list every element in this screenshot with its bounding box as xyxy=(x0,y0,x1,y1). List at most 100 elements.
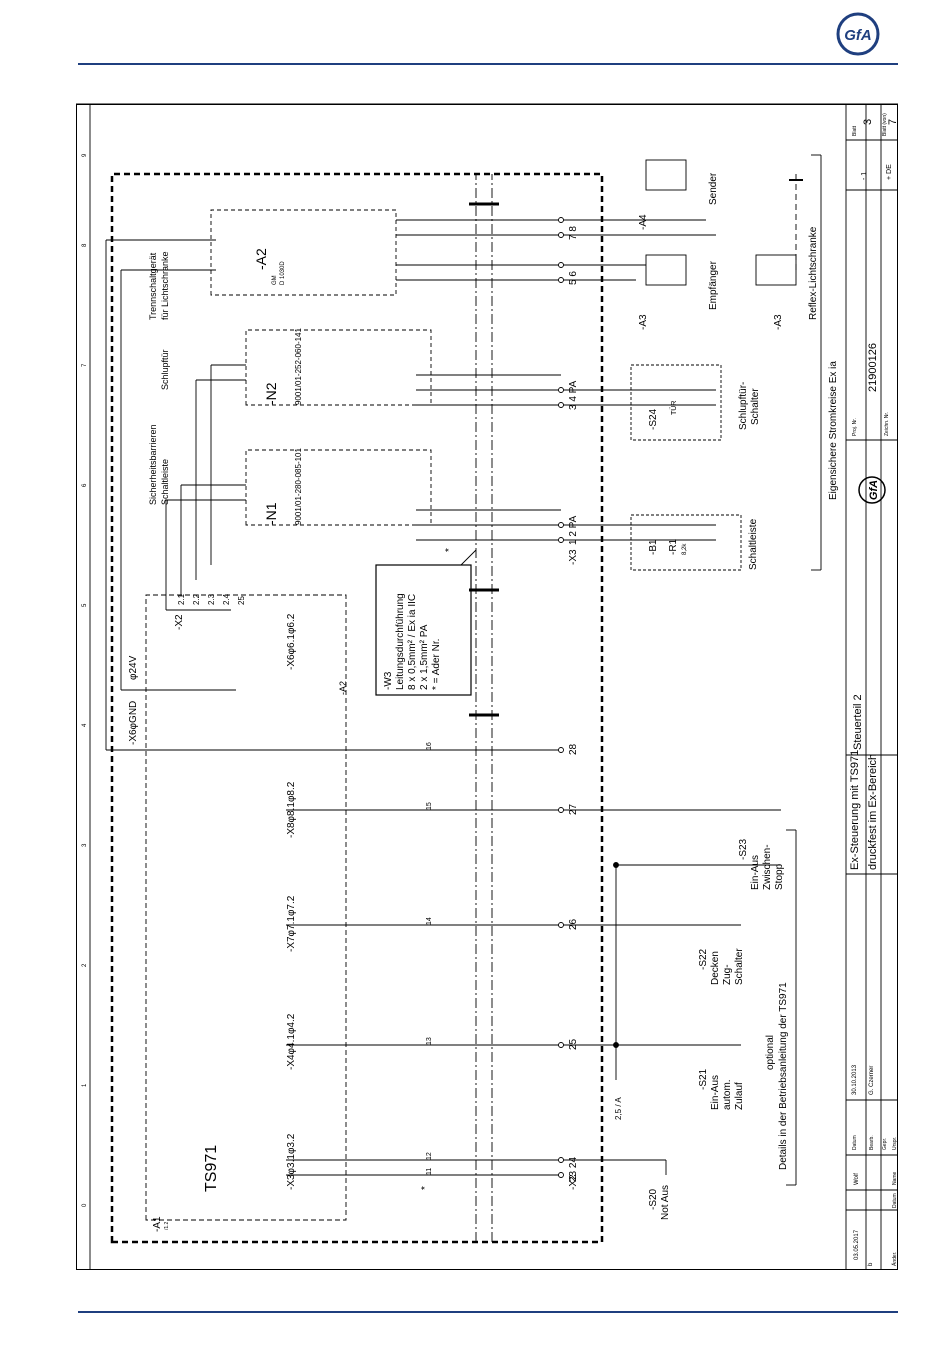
s21-desc2: autom. xyxy=(722,1079,733,1110)
x3-terminal: -X3φ3.1φ3.2 xyxy=(286,1133,297,1190)
n2-label: -N2 xyxy=(263,382,279,405)
author: G. Czerner xyxy=(869,1066,875,1095)
proj-no: 21900126 xyxy=(867,343,879,392)
changer: Wolf xyxy=(854,1173,860,1185)
a4-label: -A4 xyxy=(638,214,649,230)
x2-bottom: -X2 xyxy=(568,1174,579,1190)
header-rule xyxy=(78,63,898,65)
reflex-label: Reflex-Lichtschranke xyxy=(808,226,819,320)
barrier-schlupftuer: Schlupftür xyxy=(160,349,170,390)
star-right: * xyxy=(444,548,455,552)
date-created: 30.10.2013 xyxy=(852,1064,858,1095)
plus-de: + DE xyxy=(886,164,893,180)
svg-text:8: 8 xyxy=(82,243,88,247)
bearb-label: Bearb. xyxy=(869,1135,875,1150)
minus1: - 1 xyxy=(861,172,868,180)
terminal-26: 26 xyxy=(568,918,579,930)
cable-glands xyxy=(469,202,499,717)
gfa-logo: GfA xyxy=(836,12,880,56)
date-changed: 03.05.2017 xyxy=(854,1229,860,1260)
wire-12: 12 xyxy=(426,1152,433,1160)
wire-15: 15 xyxy=(426,802,433,810)
n1-type: 9001/01-280-085-101 xyxy=(294,447,303,525)
t23: 2.3 xyxy=(207,593,216,605)
part-label: Steuerteil 2 xyxy=(852,694,864,750)
terminal-28: 28 xyxy=(568,743,579,755)
s20-desc: Not Aus xyxy=(660,1185,671,1220)
urspr-label: Urspr. xyxy=(892,1137,898,1150)
v24: φ24V xyxy=(128,655,139,680)
a3-label: -A3 xyxy=(638,314,649,330)
w3-line3: 8 x 0,5mm² / Ex ia IIC xyxy=(407,594,418,690)
s22-desc3: Schalter xyxy=(734,948,745,985)
terminal-27: 27 xyxy=(568,803,579,815)
t24: 2.4 xyxy=(222,593,231,605)
s21-label: -S21 xyxy=(698,1068,709,1090)
svg-text:4: 4 xyxy=(82,723,88,727)
tuer-label: TÜR xyxy=(670,401,678,415)
wires xyxy=(105,219,781,1176)
x4-terminal: -X4φ4.1φ4.2 xyxy=(286,1013,297,1070)
title-line1: Ex-Steuerung mit TS971 xyxy=(849,750,861,870)
wire-11: 11 xyxy=(426,1168,433,1175)
title-line2: druckfest im Ex-Bereich xyxy=(867,754,879,870)
footer-rule xyxy=(78,1311,898,1313)
sender-label: Sender xyxy=(708,172,719,205)
optional-details: Details in der Betriebsanleitung der TS9… xyxy=(778,982,789,1170)
svg-text:5: 5 xyxy=(82,603,88,607)
x6-gnd: -X6φGND xyxy=(128,701,139,745)
ts971-box xyxy=(145,594,347,1221)
blatt-von-label: Blatt (von) xyxy=(882,113,888,136)
s21-desc1: Ein-Aus xyxy=(710,1075,721,1110)
terminals-78: 7 8 xyxy=(568,226,579,240)
s23-desc3: Stopp xyxy=(774,863,785,890)
datum-label: Datum xyxy=(852,1135,858,1150)
star-left: * xyxy=(420,1186,431,1190)
x3-right: -X3 xyxy=(568,549,579,565)
ts971-label: TS971 xyxy=(203,1145,220,1192)
t25: 25 xyxy=(237,596,246,605)
w3-line2: Leitungsdurchführung xyxy=(395,593,406,690)
n2-box xyxy=(245,329,432,406)
schaltleiste-label: Schaltleiste xyxy=(748,518,759,570)
blatt: 3 xyxy=(862,119,874,125)
ex-zone-boundary xyxy=(110,172,604,1244)
title-logo-text: GfA xyxy=(868,480,880,500)
s23-desc2: Zwischen- xyxy=(762,844,773,890)
schlupf-line2: Schalter xyxy=(750,388,761,425)
a2-label: -A2 xyxy=(253,248,269,270)
s22-label: -S22 xyxy=(698,948,709,970)
a2-gm: GM xyxy=(272,275,278,285)
svg-text:6: 6 xyxy=(82,483,88,487)
blatt-von: 7 xyxy=(887,119,899,125)
terminals-34pa: 3 4 PA xyxy=(568,380,579,410)
drawing-sheet xyxy=(76,104,898,1270)
wire-13: 13 xyxy=(426,1037,433,1045)
wire-14: 14 xyxy=(426,917,433,925)
logo-text: GfA xyxy=(844,27,872,44)
s20-label: -S20 xyxy=(648,1188,659,1210)
a1-sub: /1.2 xyxy=(164,1221,170,1230)
svg-text:2: 2 xyxy=(82,963,88,967)
barrier-title: Sicherheitsbarrieren xyxy=(148,424,158,505)
a2-small: -A2 xyxy=(338,681,348,695)
w3-note-box xyxy=(375,564,472,696)
a3b-box xyxy=(755,254,797,286)
empfaenger-label: Empfänger xyxy=(708,260,719,310)
s23-label: -S23 xyxy=(738,838,749,860)
optional-label: optional xyxy=(765,1035,776,1070)
s24-label: -S24 xyxy=(648,408,659,430)
a1-label: -A1 xyxy=(152,1216,163,1232)
svg-text:1: 1 xyxy=(82,1083,88,1087)
eigen-label: Eigensichere Stromkreise Ex ia xyxy=(828,361,839,500)
svg-text:7: 7 xyxy=(82,363,88,367)
column-numbers: 0 1 2 3 4 5 6 7 8 9 xyxy=(82,153,88,1207)
w3-line4: 2 x 1,5mm² PA xyxy=(419,624,430,690)
title-logo-ring xyxy=(858,476,886,504)
name-label: Name xyxy=(892,1171,898,1185)
x8-terminal: -X8φ8.1φ8.2 xyxy=(286,781,297,838)
s22-desc1: Decken xyxy=(710,951,721,985)
terminal-25: 25 xyxy=(568,1038,579,1050)
barrier-schaltleiste: Schaltleiste xyxy=(160,459,170,505)
